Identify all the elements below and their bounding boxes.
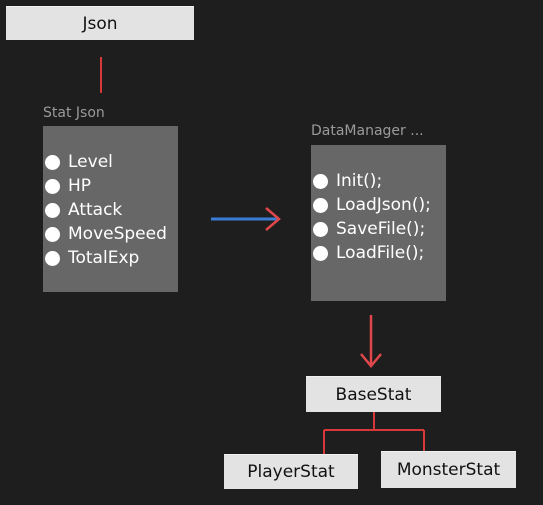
list-item: HP [45, 174, 167, 198]
list-item: SaveFile(); [313, 217, 431, 241]
list-item: MoveSpeed [45, 222, 167, 246]
base-stat-label: BaseStat [335, 384, 412, 405]
json-node[interactable]: Json [6, 6, 194, 40]
stat-json-label: Stat Json [43, 105, 105, 121]
list-item: Level [45, 150, 167, 174]
player-stat-node[interactable]: PlayerStat [224, 454, 358, 489]
bullet-icon [45, 178, 60, 194]
monster-stat-label: MonsterStat [396, 460, 501, 480]
data-manager-list: Init(); LoadJson(); SaveFile(); LoadFile… [313, 169, 431, 265]
bullet-icon [313, 173, 328, 189]
list-item: LoadJson(); [313, 193, 431, 217]
monster-stat-node[interactable]: MonsterStat [381, 451, 516, 488]
bullet-icon [45, 226, 60, 242]
player-stat-label: PlayerStat [247, 462, 335, 482]
bullet-icon [313, 197, 328, 213]
json-node-label: Json [82, 13, 118, 34]
bullet-icon [45, 202, 60, 218]
bullet-icon [45, 154, 60, 170]
inheritance-connector [323, 412, 425, 454]
flow-arrow-right [211, 207, 281, 231]
stat-json-panel[interactable]: Level HP Attack MoveSpeed TotalExp [43, 126, 178, 292]
flow-arrow-down [360, 315, 382, 368]
bullet-icon [313, 221, 328, 237]
list-item: Attack [45, 198, 167, 222]
data-manager-label: DataManager ... [311, 123, 424, 139]
stat-json-list: Level HP Attack MoveSpeed TotalExp [45, 150, 167, 270]
bullet-icon [313, 245, 328, 261]
list-item: LoadFile(); [313, 241, 431, 265]
list-item: Init(); [313, 169, 431, 193]
list-item: TotalExp [45, 246, 167, 270]
base-stat-node[interactable]: BaseStat [306, 376, 441, 412]
data-manager-panel[interactable]: Init(); LoadJson(); SaveFile(); LoadFile… [311, 145, 446, 301]
bullet-icon [45, 250, 60, 266]
